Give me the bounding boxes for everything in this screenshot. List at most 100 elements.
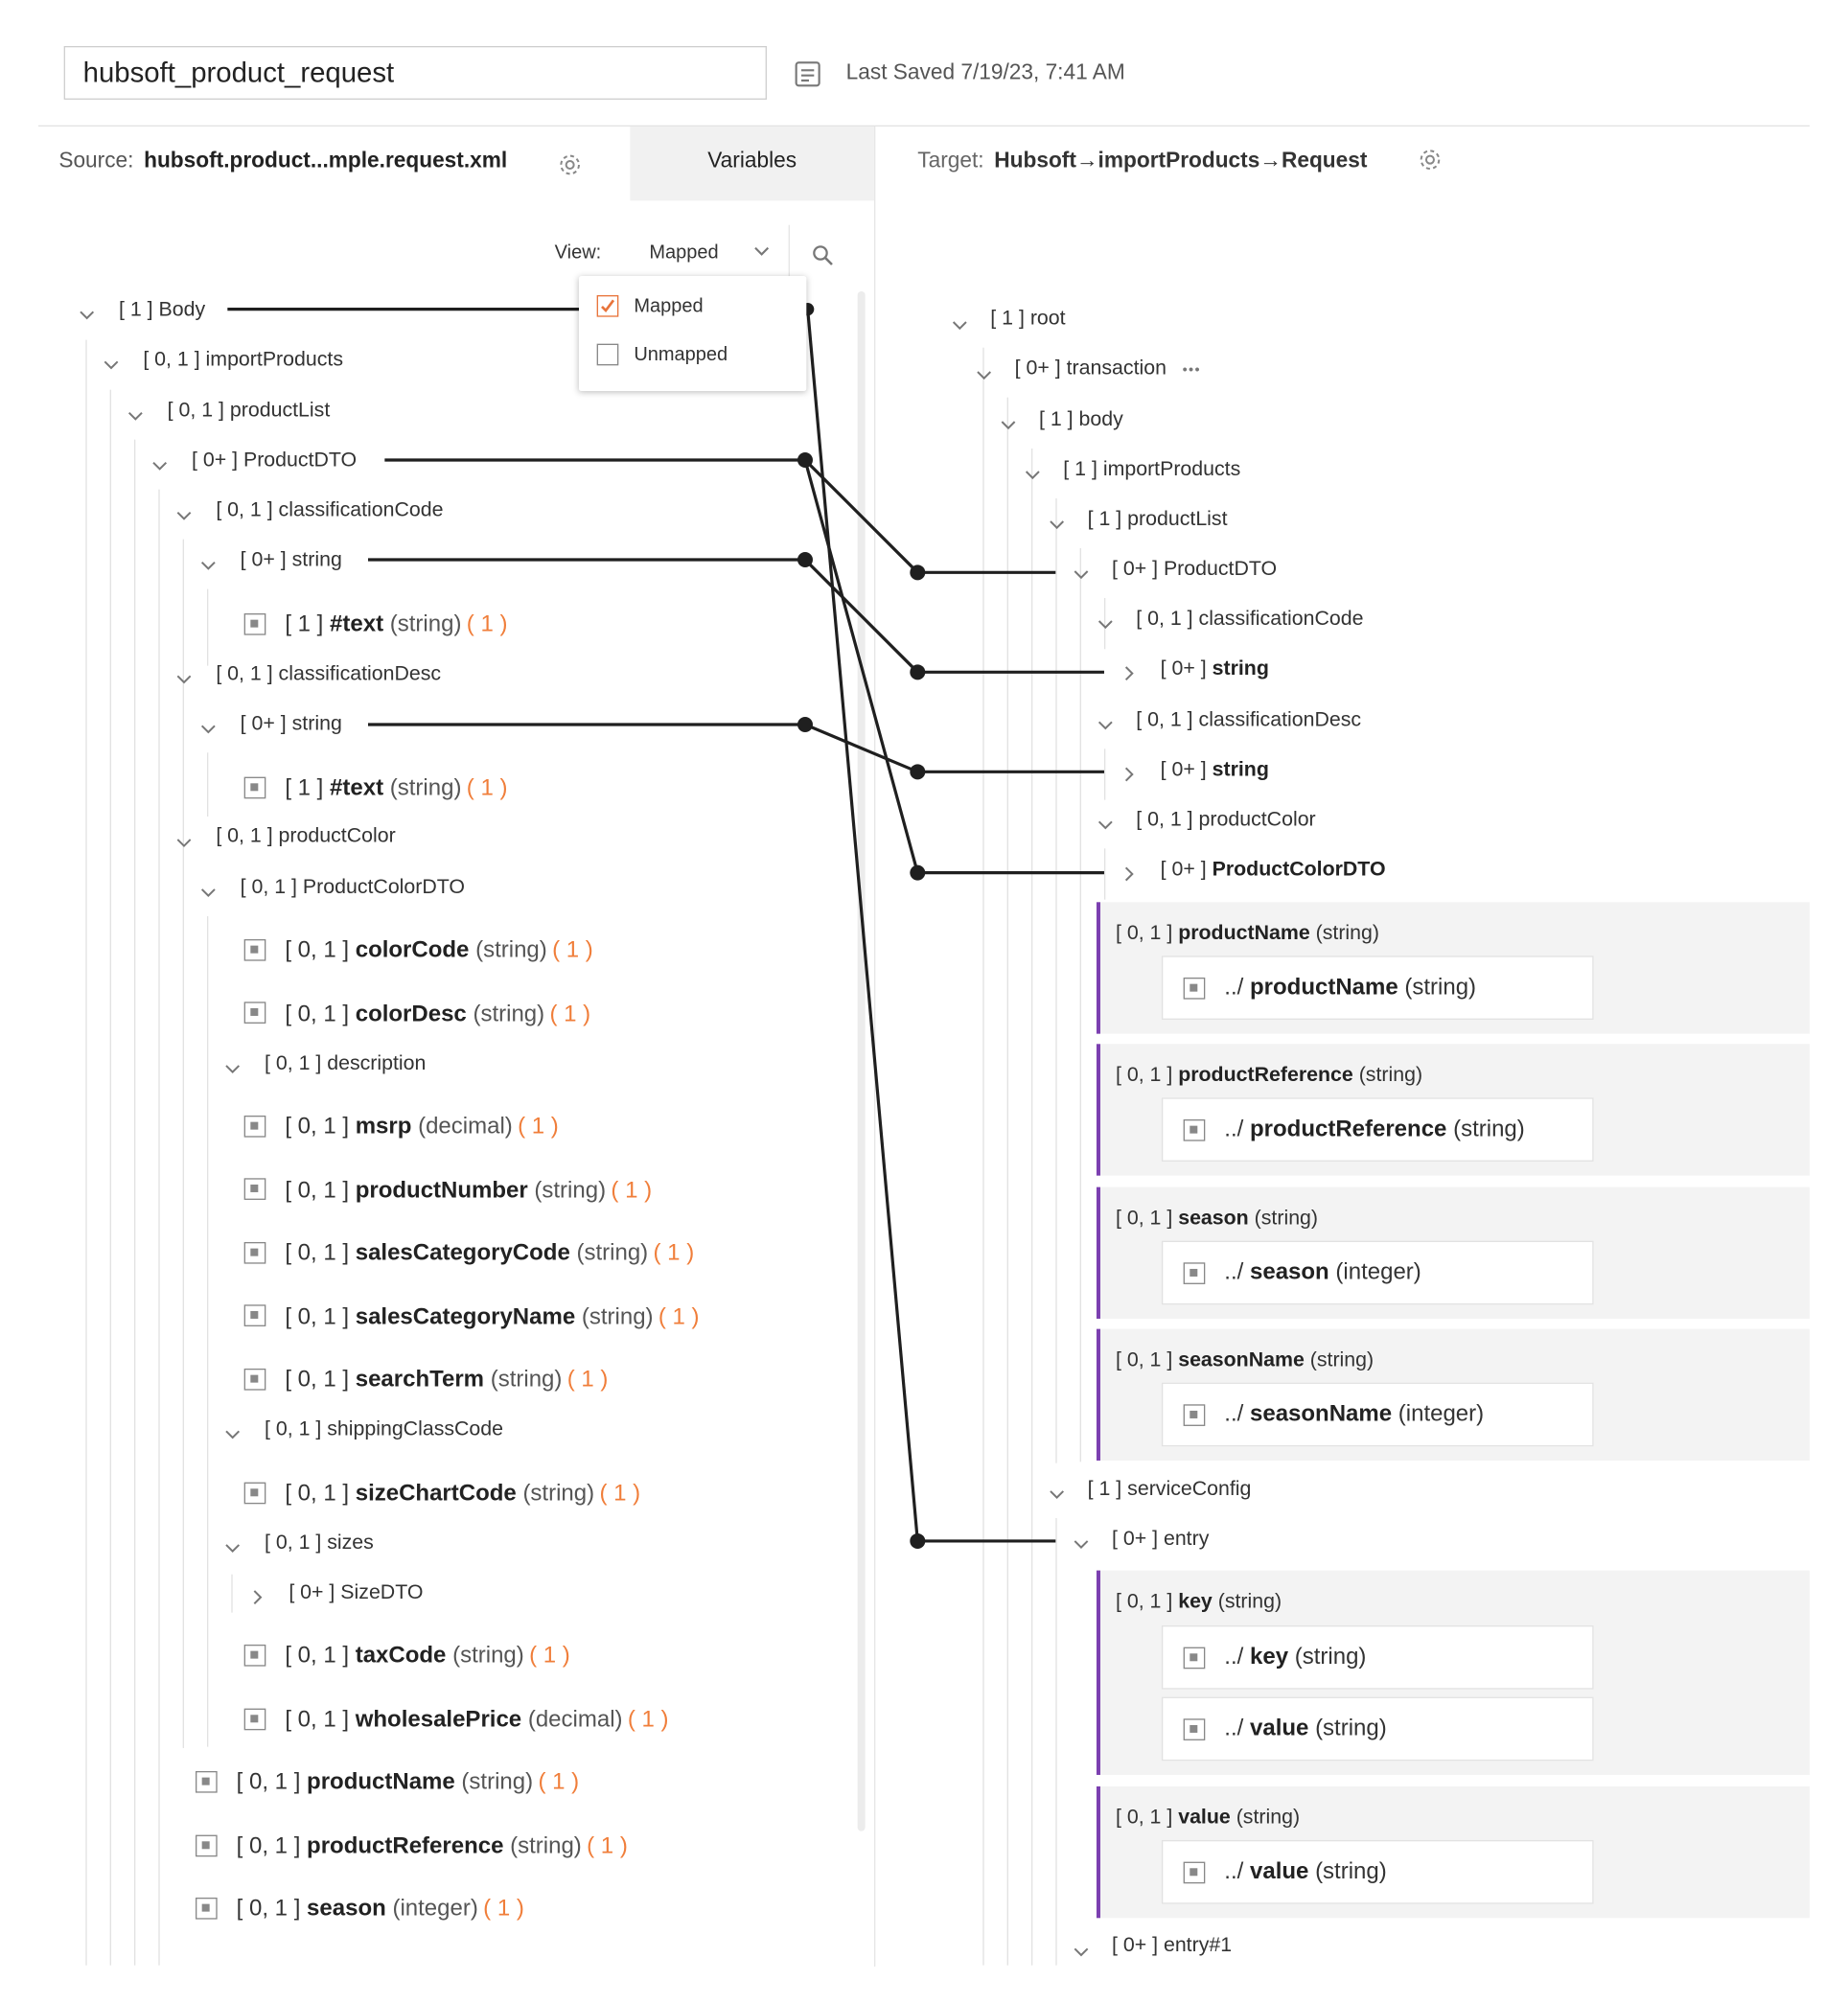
chevron-down-icon[interactable] <box>1074 1944 1089 1959</box>
chevron-down-icon[interactable] <box>200 721 216 736</box>
source-node-import-products[interactable]: [ 0, 1 ] importProducts <box>143 348 344 371</box>
chevron-down-icon[interactable] <box>225 1061 241 1076</box>
source-field-color-desc[interactable]: [ 0, 1 ] colorDesc (string)( 1 ) <box>285 1000 591 1026</box>
chevron-down-icon[interactable] <box>1097 817 1113 832</box>
mapping-rule[interactable]: ../ productName (string) <box>1161 956 1594 1020</box>
source-node-string[interactable]: [ 0+ ] string <box>240 549 342 571</box>
chevron-down-icon[interactable] <box>225 1540 241 1555</box>
source-field-sales-category-code[interactable]: [ 0, 1 ] salesCategoryCode (string)( 1 ) <box>285 1239 695 1265</box>
chevron-down-icon[interactable] <box>1025 467 1040 482</box>
chevron-down-icon[interactable] <box>1074 1536 1089 1552</box>
chevron-right-icon[interactable] <box>249 1590 265 1605</box>
source-node-product-color[interactable]: [ 0, 1 ] productColor <box>216 825 396 847</box>
view-select[interactable]: Mapped <box>649 241 719 264</box>
chevron-down-icon[interactable] <box>751 241 772 261</box>
source-field-wholesale-price[interactable]: [ 0, 1 ] wholesalePrice (decimal)( 1 ) <box>285 1705 669 1732</box>
source-node-shipping-class-code[interactable]: [ 0, 1 ] shippingClassCode <box>264 1417 504 1440</box>
target-node-string[interactable]: [ 0+ ] string <box>1160 758 1269 781</box>
source-node-string[interactable]: [ 0+ ] string <box>240 712 342 735</box>
chevron-down-icon[interactable] <box>104 357 119 372</box>
target-node-service-config[interactable]: [ 1 ] serviceConfig <box>1087 1478 1252 1501</box>
tab-variables[interactable]: Variables <box>630 126 874 201</box>
target-mapping-product-reference[interactable]: [ 0, 1 ] productReference (string) ../ p… <box>1096 1044 1810 1176</box>
source-node-classification-desc[interactable]: [ 0, 1 ] classificationDesc <box>216 662 442 685</box>
source-field-search-term[interactable]: [ 0, 1 ] searchTerm (string)( 1 ) <box>285 1366 609 1392</box>
more-options-icon[interactable]: ••• <box>1182 362 1201 379</box>
source-field-size-chart-code[interactable]: [ 0, 1 ] sizeChartCode (string)( 1 ) <box>285 1479 641 1506</box>
notes-icon[interactable] <box>794 60 821 88</box>
target-node-body[interactable]: [ 1 ] body <box>1038 408 1123 431</box>
source-field-color-code[interactable]: [ 0, 1 ] colorCode (string)( 1 ) <box>285 936 593 962</box>
target-node-import-products[interactable]: [ 1 ] importProducts <box>1063 458 1241 481</box>
source-node-product-dto[interactable]: [ 0+ ] ProductDTO <box>191 449 358 472</box>
target-mapping-key[interactable]: [ 0, 1 ] key (string) ../ key (string) .… <box>1096 1570 1810 1775</box>
target-node-classification-code[interactable]: [ 0, 1 ] classificationCode <box>1136 608 1364 631</box>
source-field-product-reference[interactable]: [ 0, 1 ] productReference (string)( 1 ) <box>236 1831 628 1858</box>
mapping-rule[interactable]: ../ productReference (string) <box>1161 1097 1594 1162</box>
source-field-sales-category-name[interactable]: [ 0, 1 ] salesCategoryName (string)( 1 ) <box>285 1302 700 1329</box>
target-node-root[interactable]: [ 1 ] root <box>990 308 1066 330</box>
target-mapping-value[interactable]: [ 0, 1 ] value (string) ../ value (strin… <box>1096 1785 1810 1919</box>
chevron-down-icon[interactable] <box>176 507 192 522</box>
chevron-down-icon[interactable] <box>1001 417 1016 432</box>
target-node-classification-desc[interactable]: [ 0, 1 ] classificationDesc <box>1136 708 1362 731</box>
chevron-down-icon[interactable] <box>200 557 216 572</box>
source-node-body[interactable]: [ 1 ] Body <box>118 298 206 321</box>
mapping-rule[interactable]: ../ key (string) <box>1161 1624 1594 1690</box>
chevron-down-icon[interactable] <box>176 835 192 850</box>
source-node-sizes[interactable]: [ 0, 1 ] sizes <box>264 1532 374 1555</box>
mapping-rule[interactable]: ../ season (integer) <box>1161 1240 1594 1305</box>
target-node-entry-1[interactable]: [ 0+ ] entry#1 <box>1111 1934 1233 1957</box>
target-node-product-dto[interactable]: [ 0+ ] ProductDTO <box>1111 558 1278 581</box>
chevron-down-icon[interactable] <box>1050 1486 1065 1502</box>
checkbox-unchecked[interactable] <box>596 343 619 366</box>
source-node-product-color-dto[interactable]: [ 0, 1 ] ProductColorDTO <box>240 876 466 899</box>
source-node-size-dto[interactable]: [ 0+ ] SizeDTO <box>289 1581 424 1604</box>
target-mapping-product-name[interactable]: [ 0, 1 ] productName (string) ../ produc… <box>1096 902 1810 1034</box>
mapping-rule[interactable]: ../ value (string) <box>1161 1696 1594 1762</box>
target-node-entry[interactable]: [ 0+ ] entry <box>1111 1528 1210 1551</box>
mapping-rule[interactable]: ../ seasonName (integer) <box>1161 1382 1594 1447</box>
chevron-down-icon[interactable] <box>1074 566 1089 582</box>
chevron-down-icon[interactable] <box>80 307 95 322</box>
mapping-name-input[interactable]: hubsoft_product_request <box>63 45 767 100</box>
view-option-mapped[interactable]: Mapped <box>596 294 704 317</box>
chevron-down-icon[interactable] <box>1097 616 1113 632</box>
source-field-msrp[interactable]: [ 0, 1 ] msrp (decimal)( 1 ) <box>285 1113 559 1139</box>
source-node-classification-code[interactable]: [ 0, 1 ] classificationCode <box>216 499 444 521</box>
target-gear-icon[interactable] <box>1418 147 1444 173</box>
target-node-product-color-dto[interactable]: [ 0+ ] ProductColorDTO <box>1160 858 1386 881</box>
target-mapping-season-name[interactable]: [ 0, 1 ] seasonName (string) ../ seasonN… <box>1096 1328 1810 1461</box>
source-field-text[interactable]: [ 1 ] #text (string)( 1 ) <box>285 773 508 800</box>
chevron-down-icon[interactable] <box>176 671 192 686</box>
source-field-text[interactable]: [ 1 ] #text (string)( 1 ) <box>285 610 508 636</box>
chevron-right-icon[interactable] <box>1120 666 1136 681</box>
chevron-down-icon[interactable] <box>1097 717 1113 732</box>
chevron-down-icon[interactable] <box>225 1426 241 1441</box>
source-node-product-list[interactable]: [ 0, 1 ] productList <box>167 400 331 422</box>
chevron-down-icon[interactable] <box>127 407 143 423</box>
view-option-unmapped[interactable]: Unmapped <box>596 343 728 366</box>
source-gear-icon[interactable] <box>557 152 583 178</box>
source-node-description[interactable]: [ 0, 1 ] description <box>264 1052 427 1075</box>
source-field-tax-code[interactable]: [ 0, 1 ] taxCode (string)( 1 ) <box>285 1642 570 1668</box>
chevron-right-icon[interactable] <box>1120 767 1136 782</box>
chevron-down-icon[interactable] <box>200 885 216 900</box>
target-node-product-color[interactable]: [ 0, 1 ] productColor <box>1136 808 1316 831</box>
search-icon[interactable] <box>812 244 835 267</box>
checkbox-checked[interactable] <box>596 294 619 317</box>
target-mapping-season[interactable]: [ 0, 1 ] season (string) ../ season (int… <box>1096 1186 1810 1319</box>
source-field-season[interactable]: [ 0, 1 ] season (integer)( 1 ) <box>236 1895 524 1921</box>
source-field-product-name[interactable]: [ 0, 1 ] productName (string)( 1 ) <box>236 1768 580 1794</box>
target-node-string[interactable]: [ 0+ ] string <box>1160 657 1269 680</box>
mapping-rule[interactable]: ../ value (string) <box>1161 1839 1594 1904</box>
chevron-down-icon[interactable] <box>152 457 168 472</box>
target-node-transaction[interactable]: [ 0+ ] transaction ••• <box>1014 357 1201 380</box>
source-field-product-number[interactable]: [ 0, 1 ] productNumber (string)( 1 ) <box>285 1176 653 1203</box>
chevron-down-icon[interactable] <box>952 317 967 333</box>
source-scrollbar[interactable] <box>857 290 866 1831</box>
chevron-down-icon[interactable] <box>1050 517 1065 532</box>
target-node-product-list[interactable]: [ 1 ] productList <box>1087 508 1228 531</box>
chevron-down-icon[interactable] <box>977 367 992 382</box>
chevron-right-icon[interactable] <box>1120 866 1136 882</box>
